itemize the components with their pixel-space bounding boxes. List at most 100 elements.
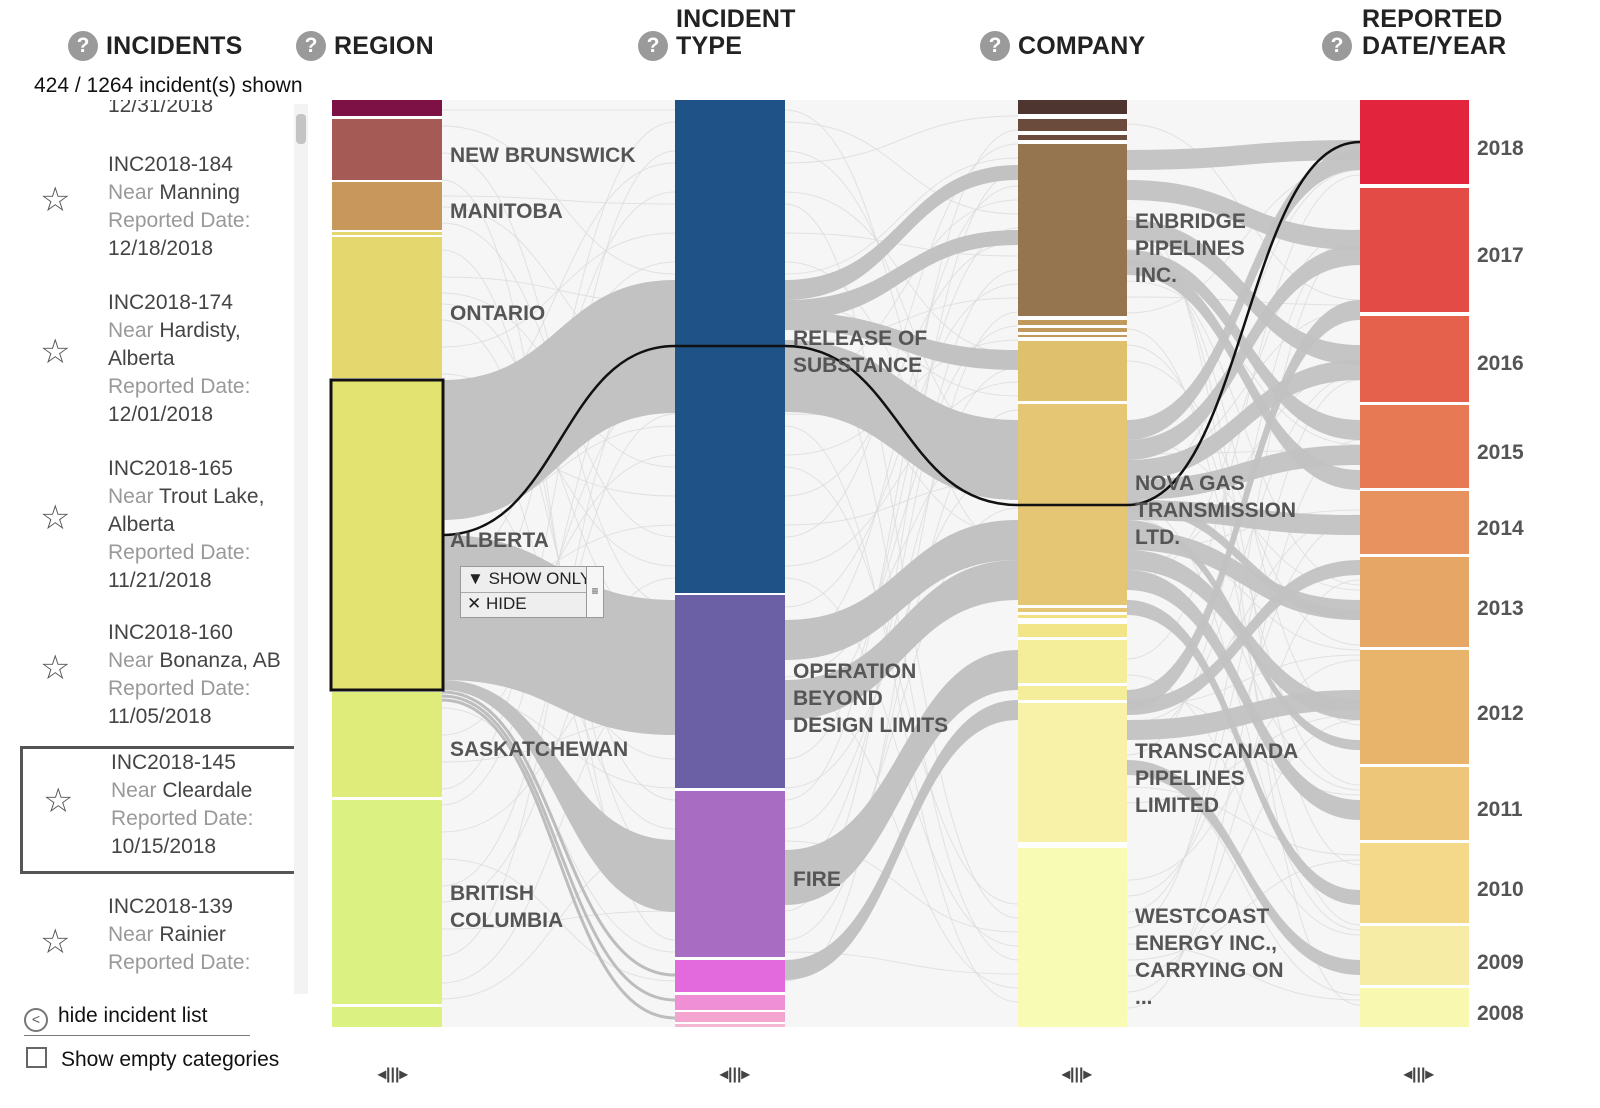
year-bar-segment[interactable] (1360, 316, 1469, 402)
flow-company-year[interactable] (1127, 140, 1360, 170)
company-label[interactable]: ENBRIDGE PIPELINES INC. (1135, 210, 1246, 287)
region-label[interactable]: ALBERTA (450, 529, 549, 552)
region-bar-segment[interactable] (332, 380, 442, 690)
flow-type-company[interactable] (785, 230, 1018, 320)
type-column-drag-handle[interactable]: ◂|||▸ (720, 1066, 750, 1083)
region-label[interactable]: MANITOBA (450, 200, 563, 223)
favorite-star-icon[interactable]: ☆ (40, 649, 71, 687)
flow-company-year[interactable] (1127, 520, 1360, 750)
region-bar-segment[interactable] (332, 1007, 442, 1027)
year-label[interactable]: 2011 (1477, 798, 1523, 821)
favorite-star-icon[interactable]: ☆ (40, 333, 71, 371)
region-bar-segment[interactable] (332, 692, 442, 797)
flow-type-company[interactable] (785, 700, 1018, 980)
flow-type-company[interactable] (785, 165, 1018, 300)
year-label[interactable]: 2010 (1477, 878, 1524, 901)
hide-option[interactable]: ✕ HIDE (467, 594, 527, 614)
company-bar-segment[interactable] (1018, 640, 1127, 683)
company-bar-segment[interactable] (1018, 608, 1127, 612)
favorite-star-icon[interactable]: ☆ (40, 499, 71, 537)
company-bar-segment[interactable] (1018, 144, 1127, 316)
reported-date-header[interactable]: REPORTED DATE/YEAR (1362, 5, 1507, 60)
year-bar-segment[interactable] (1360, 405, 1469, 488)
company-bar-segment[interactable] (1018, 119, 1127, 131)
incident-list-scrollbar[interactable] (294, 104, 308, 994)
region-bar-segment[interactable] (332, 119, 442, 180)
type-bar-segment[interactable] (675, 1024, 785, 1027)
list-item-partial[interactable]: 12/31/2018 (20, 100, 292, 122)
favorite-star-icon[interactable]: ☆ (43, 782, 74, 820)
year-label[interactable]: 2012 (1477, 702, 1524, 725)
year-label[interactable]: 2008 (1477, 1002, 1524, 1025)
company-bar-segment[interactable] (1018, 615, 1127, 618)
region-bar-segment[interactable] (332, 237, 442, 378)
region-bar-segment[interactable] (332, 232, 442, 235)
company-header[interactable]: COMPANY (1018, 32, 1146, 60)
flow-company-year[interactable] (1127, 690, 1360, 740)
show-empty-categories-checkbox[interactable]: Show empty categories (26, 1047, 279, 1072)
hide-incident-list-button[interactable]: <hide incident list (24, 1004, 207, 1032)
year-bar-segment[interactable] (1360, 188, 1469, 312)
year-bar-segment[interactable] (1360, 650, 1469, 764)
region-column-drag-handle[interactable]: ◂|||▸ (378, 1066, 408, 1083)
company-label[interactable]: TRANSCANADA PIPELINES LIMITED (1135, 740, 1298, 817)
flow-company-year[interactable] (1127, 550, 1360, 720)
flow-alberta-operation[interactable] (442, 535, 675, 735)
incident-type-help-icon[interactable]: ? (638, 31, 668, 61)
scrollbar-thumb[interactable] (296, 114, 306, 144)
favorite-star-icon[interactable]: ☆ (40, 181, 71, 219)
year-bar-segment[interactable] (1360, 557, 1469, 647)
company-column-drag-handle[interactable]: ◂|||▸ (1062, 1066, 1092, 1083)
company-label[interactable]: NOVA GAS TRANSMISSION LTD. (1135, 472, 1297, 549)
company-bar-segment[interactable] (1018, 341, 1127, 401)
type-bar-segment[interactable] (675, 995, 785, 1010)
year-label[interactable]: 2016 (1477, 352, 1524, 375)
flow-company-year[interactable] (1127, 360, 1360, 480)
company-bar-segment[interactable] (1018, 404, 1127, 605)
category-context-menu[interactable]: ▼ SHOW ONLY ✕ HIDE ≡ (460, 566, 604, 618)
type-bar-segment[interactable] (675, 1012, 785, 1022)
year-label[interactable]: 2015 (1477, 441, 1524, 464)
flow-alberta-fire[interactable] (442, 680, 675, 912)
type-bar-segment[interactable] (675, 960, 785, 992)
incident-type-label[interactable]: OPERATION BEYOND DESIGN LIMITS (793, 660, 949, 737)
incident-type-label[interactable]: RELEASE OF SUBSTANCE (793, 327, 928, 377)
region-label[interactable]: SASKATCHEWAN (450, 738, 629, 761)
incident-type-header[interactable]: INCIDENT TYPE (676, 5, 796, 60)
flow-company-year[interactable] (1127, 560, 1360, 715)
year-label[interactable]: 2017 (1477, 244, 1524, 267)
year-label[interactable]: 2009 (1477, 951, 1524, 974)
company-bar-segment[interactable] (1018, 624, 1127, 637)
company-bar-segment[interactable] (1018, 100, 1127, 114)
region-label[interactable]: ONTARIO (450, 302, 546, 325)
type-bar-segment[interactable] (675, 595, 785, 788)
year-label[interactable]: 2018 (1477, 137, 1524, 160)
flow-operation-nova[interactable] (785, 520, 1018, 660)
company-bar-segment[interactable] (1018, 328, 1127, 332)
flow-company-year[interactable] (1127, 260, 1360, 490)
type-bar-segment[interactable] (675, 791, 785, 957)
region-bar-segment[interactable] (332, 100, 442, 116)
region-bar-segment[interactable] (332, 182, 442, 230)
type-bar-segment[interactable] (675, 100, 785, 593)
incident-type-label[interactable]: FIRE (793, 868, 841, 891)
year-column-drag-handle[interactable]: ◂|||▸ (1404, 1066, 1434, 1083)
region-label[interactable]: NEW BRUNSWICK (450, 144, 636, 167)
region-label[interactable]: BRITISH COLUMBIA (450, 882, 564, 932)
region-help-icon[interactable]: ? (296, 31, 326, 61)
selected-category-outline[interactable] (329, 378, 445, 692)
incidents-help-icon[interactable]: ? (68, 31, 98, 61)
company-bar-segment[interactable] (1018, 848, 1127, 1027)
year-bar-segment[interactable] (1360, 988, 1469, 1027)
year-bar-segment[interactable] (1360, 767, 1469, 840)
menu-drag-handle-icon[interactable]: ≡ (586, 567, 603, 617)
company-bar-segment[interactable] (1018, 335, 1127, 337)
year-label[interactable]: 2013 (1477, 597, 1524, 620)
